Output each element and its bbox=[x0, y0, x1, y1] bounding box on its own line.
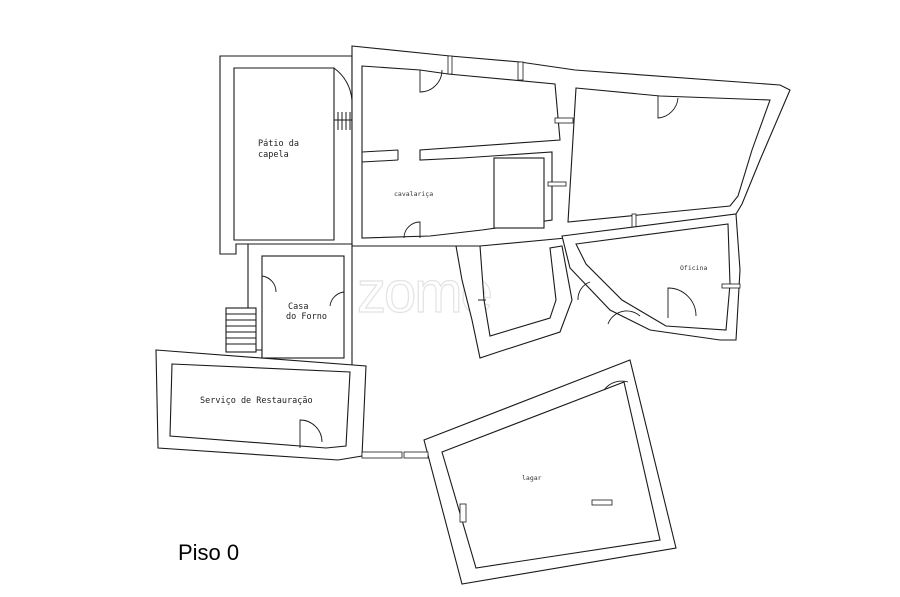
room-cavalarica bbox=[351, 45, 791, 247]
floor-label: Piso 0 bbox=[178, 540, 240, 565]
label-oficina: Oficina bbox=[680, 264, 707, 272]
room-casa-forno bbox=[225, 243, 353, 367]
label-restauracao: Serviço de Restauração bbox=[200, 396, 313, 406]
label-casa-forno-line2: do Forno bbox=[286, 312, 327, 322]
label-patio-line2: capela bbox=[258, 150, 289, 160]
label-patio-line1: Pátio da bbox=[258, 139, 299, 149]
corridor-central bbox=[455, 245, 641, 359]
room-lagar bbox=[403, 359, 677, 585]
room-oficina bbox=[561, 213, 741, 341]
label-cavalarica: cavalariça bbox=[394, 190, 433, 198]
label-lagar: lagar bbox=[522, 474, 542, 482]
room-restauracao bbox=[155, 349, 403, 461]
label-casa-forno-line1: Casa bbox=[288, 302, 308, 312]
